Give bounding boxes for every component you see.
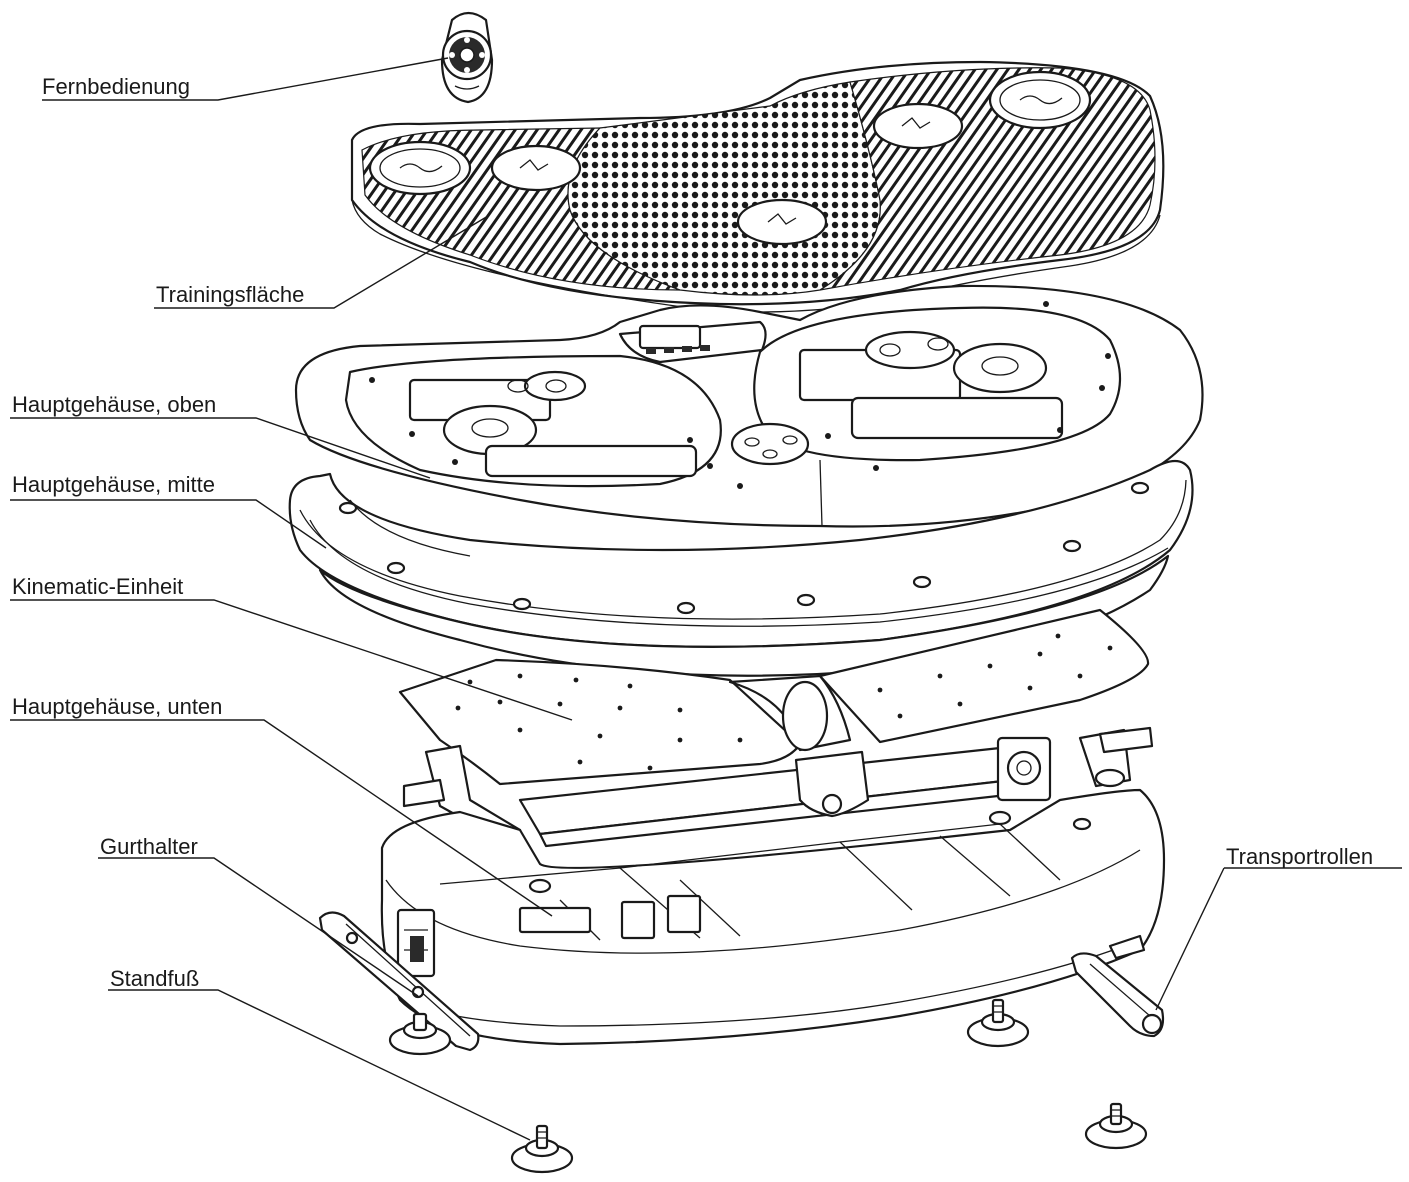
belt-holder bbox=[318, 911, 480, 1052]
leader-training-surface bbox=[154, 215, 489, 309]
label-kinematic-unit: Kinematic-Einheit bbox=[12, 574, 184, 599]
stand-foot-4 bbox=[1084, 1102, 1148, 1150]
housing-top bbox=[294, 284, 1204, 528]
leader-housing-middle bbox=[10, 499, 327, 549]
stand-foot-2 bbox=[966, 998, 1030, 1048]
label-stand-foot: Standfuß bbox=[110, 966, 200, 991]
label-training-surface: Trainingsfläche bbox=[156, 282, 305, 307]
label-belt-holder: Gurthalter bbox=[100, 834, 198, 859]
label-housing-top: Hauptgehäuse, oben bbox=[12, 392, 217, 417]
kinematic-plate-holes bbox=[455, 633, 1113, 771]
housing-middle-bolts bbox=[338, 481, 1150, 615]
leader-belt-holder bbox=[98, 857, 419, 997]
kinematic-unit bbox=[398, 608, 1154, 886]
remote-control bbox=[440, 11, 494, 104]
leader-remote bbox=[42, 57, 449, 101]
stand-foot-1 bbox=[388, 1012, 452, 1056]
transport-rollers bbox=[1070, 934, 1165, 1038]
training-surface bbox=[350, 60, 1165, 313]
housing-bottom bbox=[380, 788, 1166, 1046]
label-transport-rollers: Transportrollen bbox=[1226, 844, 1374, 869]
leader-transport-rollers bbox=[1155, 867, 1402, 1011]
leader-housing-top bbox=[10, 417, 431, 479]
stand-foot-3 bbox=[510, 1124, 574, 1174]
leader-kinematic-unit bbox=[10, 599, 573, 721]
leader-housing-bottom bbox=[10, 719, 553, 917]
label-housing-bottom: Hauptgehäuse, unten bbox=[12, 694, 223, 719]
leader-lines bbox=[10, 57, 1402, 1141]
label-remote: Fernbedienung bbox=[42, 74, 191, 99]
label-housing-middle: Hauptgehäuse, mitte bbox=[12, 472, 216, 497]
leader-stand-foot bbox=[108, 989, 531, 1141]
